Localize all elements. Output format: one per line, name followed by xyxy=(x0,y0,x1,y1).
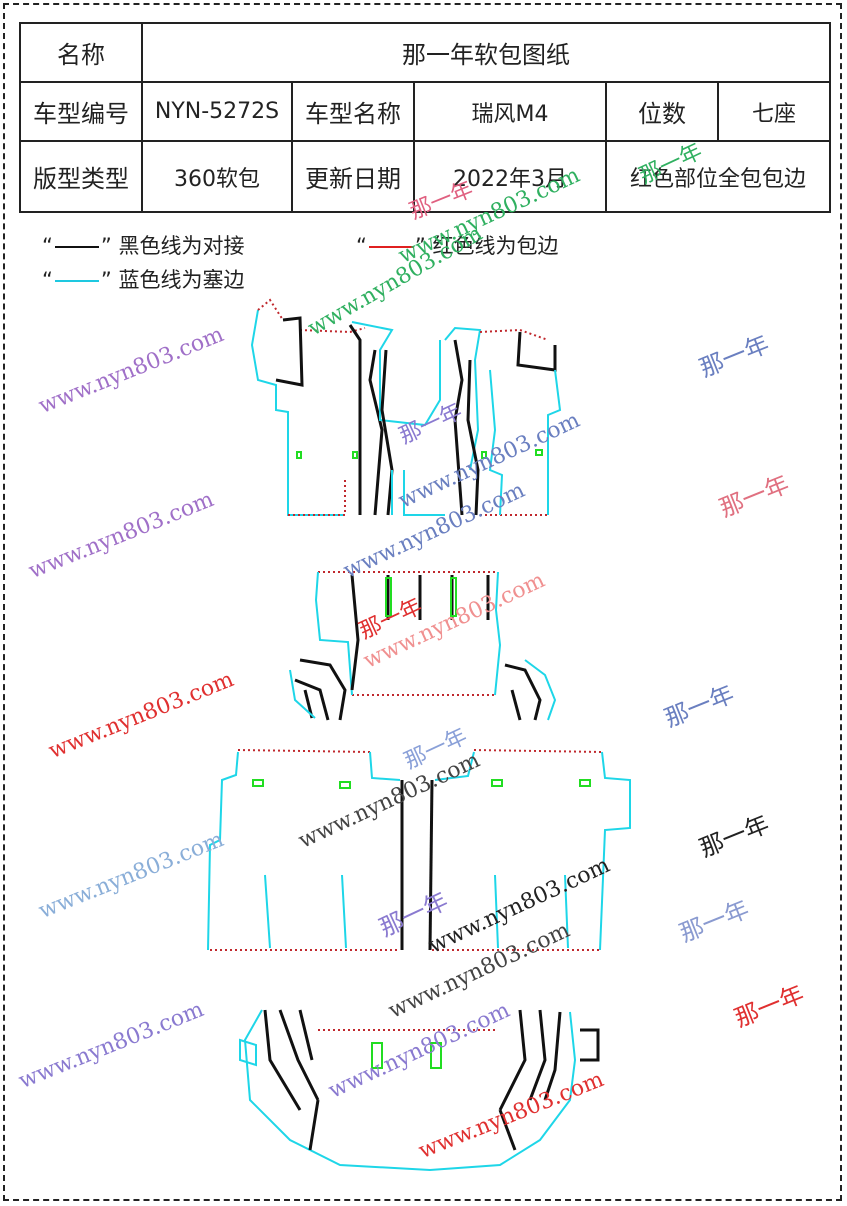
model-code-value: NYN-5272S xyxy=(141,81,293,142)
page-border xyxy=(3,3,842,1201)
table-row: 版型类型 360软包 更新日期 2022年3月 红色部位全包包边 xyxy=(19,140,831,213)
note-value: 红色部位全包包边 xyxy=(605,140,831,213)
rear-cushion-piece xyxy=(239,1009,600,1172)
front-seat-right-piece xyxy=(444,326,562,516)
red-line-sample xyxy=(368,246,413,248)
blue-line-sample xyxy=(54,280,99,282)
legend-blue: “” 蓝色线为塞边 xyxy=(42,268,245,292)
front-seat-left-piece xyxy=(250,298,445,516)
date-value: 2022年3月 xyxy=(413,140,607,213)
legend-red-text: 红色线为包边 xyxy=(432,234,559,258)
legend-black-text: 黑色线为对接 xyxy=(118,234,245,258)
name-label: 名称 xyxy=(19,22,143,83)
table-row: 车型编号 NYN-5272S 车型名称 瑞风M4 位数 七座 xyxy=(19,81,831,142)
seats-value: 七座 xyxy=(717,81,831,142)
black-line-sample xyxy=(54,246,99,248)
seats-label: 位数 xyxy=(605,81,719,142)
type-value: 360软包 xyxy=(141,140,293,213)
rear-back-right-piece xyxy=(428,749,631,951)
legend-red: “” 红色线为包边 xyxy=(356,234,559,258)
type-label: 版型类型 xyxy=(19,140,143,213)
model-name-value: 瑞风M4 xyxy=(413,81,607,142)
rear-back-left-piece xyxy=(207,749,404,951)
middle-seat-piece xyxy=(289,571,557,721)
model-name-label: 车型名称 xyxy=(291,81,415,142)
drawing-title: 那一年软包图纸 xyxy=(141,22,831,83)
date-label: 更新日期 xyxy=(291,140,415,213)
spec-table: 名称 那一年软包图纸 车型编号 NYN-5272S 车型名称 瑞风M4 位数 七… xyxy=(19,22,831,213)
table-row: 名称 那一年软包图纸 xyxy=(19,22,831,83)
legend-blue-text: 蓝色线为塞边 xyxy=(118,268,245,292)
legend-black: “” 黑色线为对接 xyxy=(42,234,245,258)
model-code-label: 车型编号 xyxy=(19,81,143,142)
